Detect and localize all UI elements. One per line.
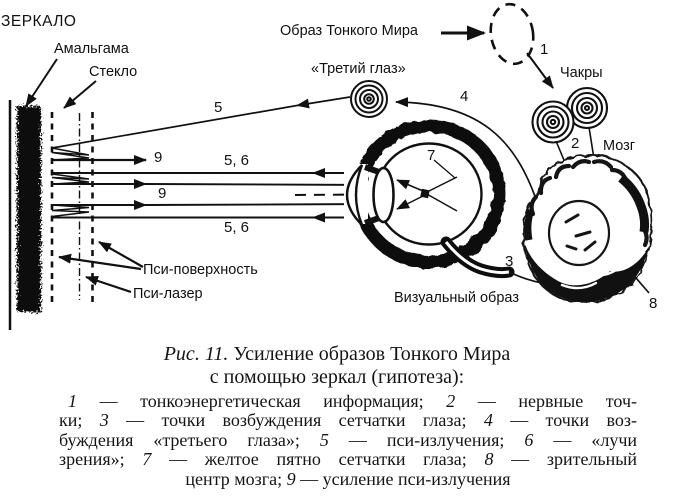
marker-9-mid: 9 [158, 185, 167, 202]
cornea [345, 164, 364, 226]
chakras-icon [531, 86, 609, 144]
legend-text: — зрительный [493, 449, 637, 470]
ray-to-retina-top [424, 176, 458, 194]
mirror-assembly [8, 100, 94, 330]
brain-inner-marks [564, 213, 597, 252]
legend-text: — точки воз- [492, 410, 637, 431]
caption-line-1: Рис. 11. Усиление образов Тонкого Мира [0, 343, 674, 366]
eye-diagram [344, 119, 543, 284]
psi-surface-arrow-2 [98, 241, 144, 268]
marker-2: 2 [571, 135, 580, 152]
brain-right-shade [618, 174, 650, 233]
marker-3: 3 [505, 253, 514, 270]
arrow-1-to-chakras [526, 52, 554, 89]
ray-to-retina-bottom [424, 192, 458, 212]
legend-text: — желтое пятно сетчатки глаза; [151, 449, 485, 470]
zigzag-c [51, 204, 90, 218]
label-brain: Мозг [603, 138, 636, 154]
label-mirror: ЗЕРКАЛО [1, 13, 77, 30]
legend-text: — «лучи [533, 429, 638, 450]
legend-line: зрения»; 7 — желтое пятно сетчатки глаза… [59, 450, 637, 469]
chakra-right [565, 86, 609, 130]
brain-dark-base [525, 244, 647, 302]
legend-text: ки; [59, 410, 100, 431]
legend-num: 9 [286, 468, 296, 489]
marker-5-6-bottom: 5, 6 [224, 219, 250, 236]
legend-text: зрения»; [59, 449, 143, 470]
legend-text: — пси-излучения; [328, 429, 525, 450]
legend-num: 6 [524, 429, 534, 450]
label-psi-laser: Пси-лазер [133, 286, 203, 302]
ray-9-lower [52, 200, 378, 211]
marker-7: 7 [427, 147, 436, 164]
legend-line: ки; 3 — точки возбуждения сетчатки глаза… [59, 411, 637, 430]
legend-num: 8 [484, 449, 494, 470]
marker-5: 5 [214, 99, 223, 116]
brain-inner-oval [547, 199, 611, 267]
legend-num: 2 [446, 391, 456, 411]
marker-4: 4 [460, 88, 469, 105]
legend-line: буждения «третьего глаза»; 5 — пси-излуч… [59, 429, 638, 450]
amalgam-arrow [25, 58, 58, 107]
brain-left-shade [524, 208, 535, 241]
zigzag-a [51, 147, 90, 161]
legend-text: — нервные точ- [455, 391, 637, 411]
caption-title: Усиление образов Тонкого Мира [228, 343, 511, 365]
marker-5-6-top: 5, 6 [224, 152, 250, 169]
figure-caption: Рис. 11. Усиление образов Тонкого Мира с… [0, 343, 674, 388]
brain-illustration [522, 154, 653, 304]
legend-num: 7 [142, 449, 152, 470]
marker-1: 1 [540, 41, 549, 58]
figure-number: Рис. 11. [163, 343, 229, 365]
label-psi-surface: Пси-поверхность [143, 262, 258, 278]
legend-text: — точки возбуждения сетчатки глаза; [108, 410, 484, 431]
legend-num: 1 [68, 391, 77, 411]
legend-text: центр мозга; [185, 468, 287, 489]
zigzag-b [51, 173, 90, 185]
label-visual-image: Визуальный образ [394, 290, 519, 306]
figure-legend: 1 — тонкоэнергетическая информация; 2 — … [59, 391, 638, 489]
mirror-amplification-diagram: ЗЕРКАЛО Амальгама Стекло Образ Тонкого М… [1, 2, 658, 330]
caption-line-2: с помощью зеркал (гипотеза): [209, 365, 465, 388]
label-pointer-arrows [25, 25, 486, 294]
line-5-third-eye-to-mirror [51, 96, 351, 149]
legend-num: 5 [319, 429, 329, 450]
legend-text: — усиление пси-излучения [295, 468, 511, 489]
legend-num: 3 [99, 410, 109, 431]
brain-base-texture [543, 263, 624, 290]
ray-to-lens-bottom [396, 195, 424, 210]
label-subtle-world-image: Образ Тонкого Мира [280, 23, 418, 39]
label-third-eye: «Третий глаз» [311, 61, 406, 77]
legend-line: 1 — тонкоэнергетическая информация; 2 — … [59, 391, 637, 411]
marker-9-top: 9 [154, 149, 163, 166]
lens [372, 166, 395, 224]
marker-8: 8 [649, 295, 658, 312]
label-chakras: Чакры [560, 65, 603, 81]
chakra-left [531, 100, 575, 144]
macula-pointer [433, 159, 456, 179]
pointer-8 [629, 270, 650, 294]
legend-num: 4 [483, 410, 493, 431]
third-eye-icon [350, 80, 388, 118]
label-glass: Стекло [89, 64, 138, 80]
legend-text: буждения «третьего глаза»; [59, 429, 320, 450]
legend-line: центр мозга; 9 — усиление пси-излучения [59, 468, 637, 489]
curve-4-brain-to-third-eye [395, 97, 538, 203]
amalgam-layer [17, 106, 41, 312]
psi-surface-arrow-1 [58, 253, 142, 271]
glass-arrow [63, 80, 97, 109]
ray-to-lens-top [396, 179, 424, 192]
label-amalgam: Амальгама [54, 41, 129, 57]
diagram-artwork [8, 2, 653, 330]
psi-laser-arrow [85, 275, 132, 294]
subtle-world-ellipse [489, 2, 535, 66]
legend-text: — тонкоэнергетическая информация; [77, 391, 447, 411]
ray-9-upper [52, 178, 378, 189]
